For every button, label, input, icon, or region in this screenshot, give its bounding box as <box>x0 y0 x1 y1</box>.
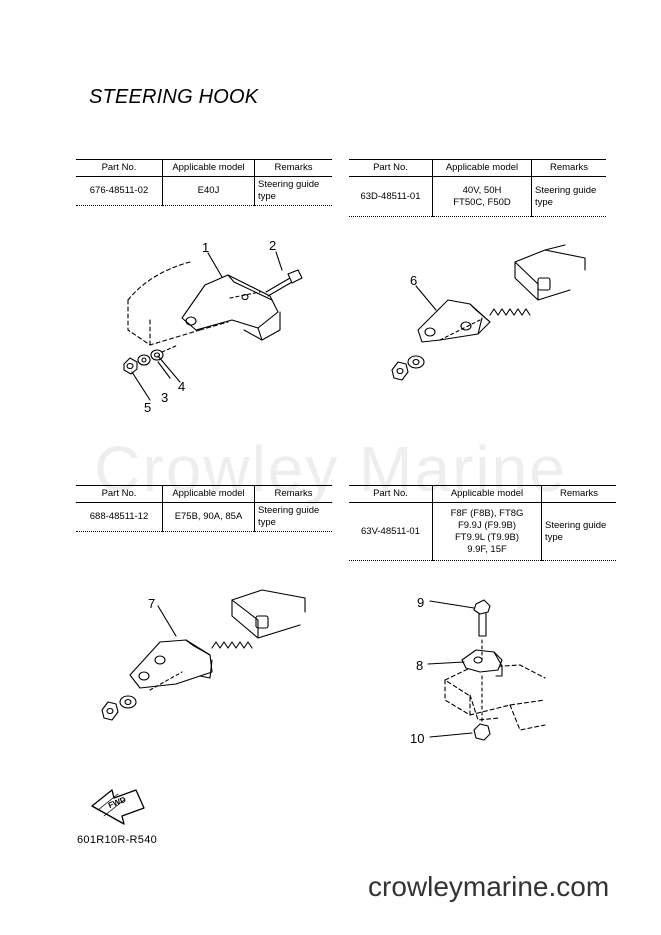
part-number: 688-48511-12 <box>76 502 163 532</box>
header-part-no: Part No. <box>76 159 163 177</box>
callout-8: 8 <box>416 658 424 673</box>
diagram-6 <box>391 244 586 381</box>
parts-table-3: Part No. Applicable model Remarks 688-48… <box>76 485 332 532</box>
callout-5: 5 <box>144 400 152 415</box>
header-remarks: Remarks <box>541 485 616 503</box>
header-part-no: Part No. <box>349 159 433 177</box>
diagram-8-9-10 <box>427 599 546 741</box>
diagram-1 <box>123 251 303 401</box>
callout-9: 9 <box>417 595 425 610</box>
fwd-arrow-icon <box>91 789 145 825</box>
site-watermark: crowleymarine.com <box>368 871 610 902</box>
header-remarks: Remarks <box>254 159 332 177</box>
header-model: Applicable model <box>162 485 255 503</box>
diagram-7 <box>101 589 306 721</box>
applicable-model: E40J <box>162 176 255 206</box>
callout-7: 7 <box>148 596 156 611</box>
part-number: 63V-48511-01 <box>349 502 433 561</box>
figure-code: 601R10R-R540 <box>77 834 158 846</box>
header-remarks: Remarks <box>531 159 606 177</box>
header-model: Applicable model <box>162 159 255 177</box>
header-remarks: Remarks <box>254 485 332 503</box>
header-model: Applicable model <box>432 485 542 503</box>
parts-table-1: Part No. Applicable model Remarks 676-48… <box>76 159 332 206</box>
callout-4: 4 <box>178 379 186 394</box>
parts-table-4: Part No. Applicable model Remarks 63V-48… <box>349 485 616 561</box>
header-part-no: Part No. <box>349 485 433 503</box>
applicable-model: E75B, 90A, 85A <box>162 502 255 532</box>
page-title: STEERING HOOK <box>89 86 259 108</box>
callout-3: 3 <box>161 390 169 405</box>
header-model: Applicable model <box>432 159 532 177</box>
callout-2: 2 <box>269 238 277 253</box>
part-number: 63D-48511-01 <box>349 176 433 217</box>
callout-6: 6 <box>410 273 418 288</box>
parts-table-2: Part No. Applicable model Remarks 63D-48… <box>349 159 606 217</box>
callout-1: 1 <box>202 240 210 255</box>
callout-10: 10 <box>410 731 425 746</box>
header-part-no: Part No. <box>76 485 163 503</box>
part-number: 676-48511-02 <box>76 176 163 206</box>
